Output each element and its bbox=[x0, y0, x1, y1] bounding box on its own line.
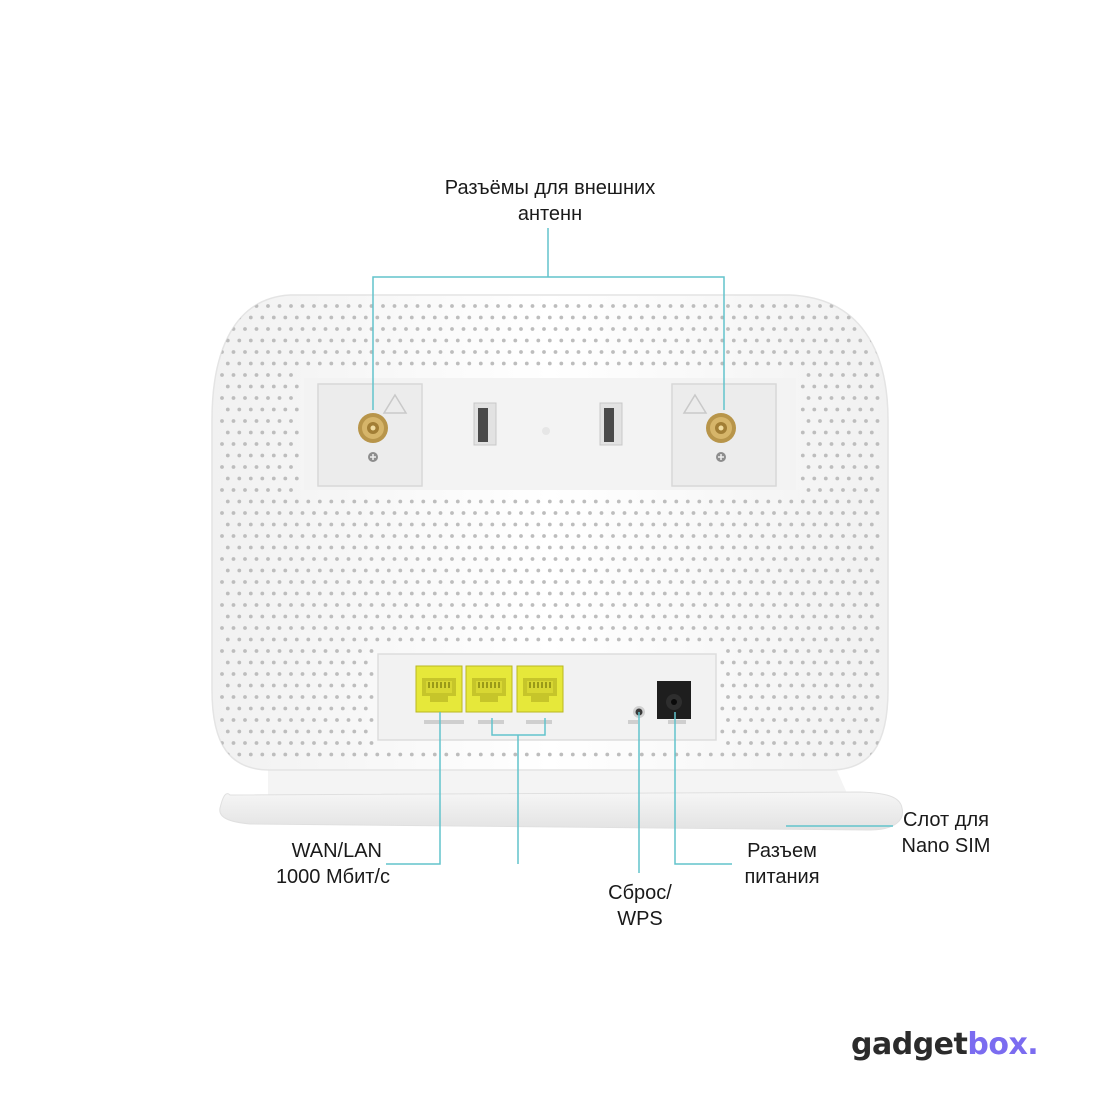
brand-logo: gadgetbox. bbox=[851, 1027, 1039, 1062]
antenna-connector-icon bbox=[358, 413, 736, 443]
label-antenna-line2: антенн bbox=[517, 203, 583, 225]
label-power-line2: питания bbox=[744, 866, 820, 888]
label-antenna-connectors: Разъёмы для внешних антенн bbox=[420, 175, 680, 227]
label-power: Разъем питания bbox=[722, 838, 842, 890]
callout-lines bbox=[372, 228, 893, 873]
ventilation-holes bbox=[220, 304, 880, 757]
label-reset-wps: Сброс/ WPS bbox=[580, 880, 700, 932]
stand-base bbox=[219, 791, 904, 831]
label-wan-lan-line2: 1000 Мбит/с bbox=[275, 866, 390, 888]
label-reset-line1: Сброс/ bbox=[608, 882, 672, 904]
warning-icon bbox=[382, 393, 708, 414]
label-wan-lan-line1: WAN/LAN bbox=[291, 840, 382, 862]
wall-mount-slots bbox=[473, 402, 623, 446]
label-sim-line2: Nano SIM bbox=[901, 835, 991, 857]
ethernet-port-icon bbox=[415, 665, 564, 713]
label-wan-lan: WAN/LAN 1000 Мбит/с bbox=[240, 838, 390, 890]
label-sim-slot: Слот для Nano SIM bbox=[886, 807, 1006, 859]
callout-antenna-bracket bbox=[372, 276, 725, 410]
port-labels-printed bbox=[424, 720, 686, 724]
label-antenna-line1: Разъёмы для внешних bbox=[444, 177, 656, 199]
callout-power bbox=[674, 712, 732, 865]
brand-logo-part2: box bbox=[967, 1027, 1028, 1062]
label-sim-line1: Слот для bbox=[903, 809, 989, 831]
callout-wan-lan bbox=[386, 712, 441, 865]
label-power-line1: Разъем bbox=[747, 840, 817, 862]
label-reset-line2: WPS bbox=[617, 908, 663, 930]
power-jack-icon bbox=[657, 681, 691, 719]
brand-logo-part1: gadget bbox=[851, 1027, 968, 1062]
screw-icon bbox=[368, 452, 726, 462]
brand-logo-dot: . bbox=[1027, 1027, 1039, 1062]
